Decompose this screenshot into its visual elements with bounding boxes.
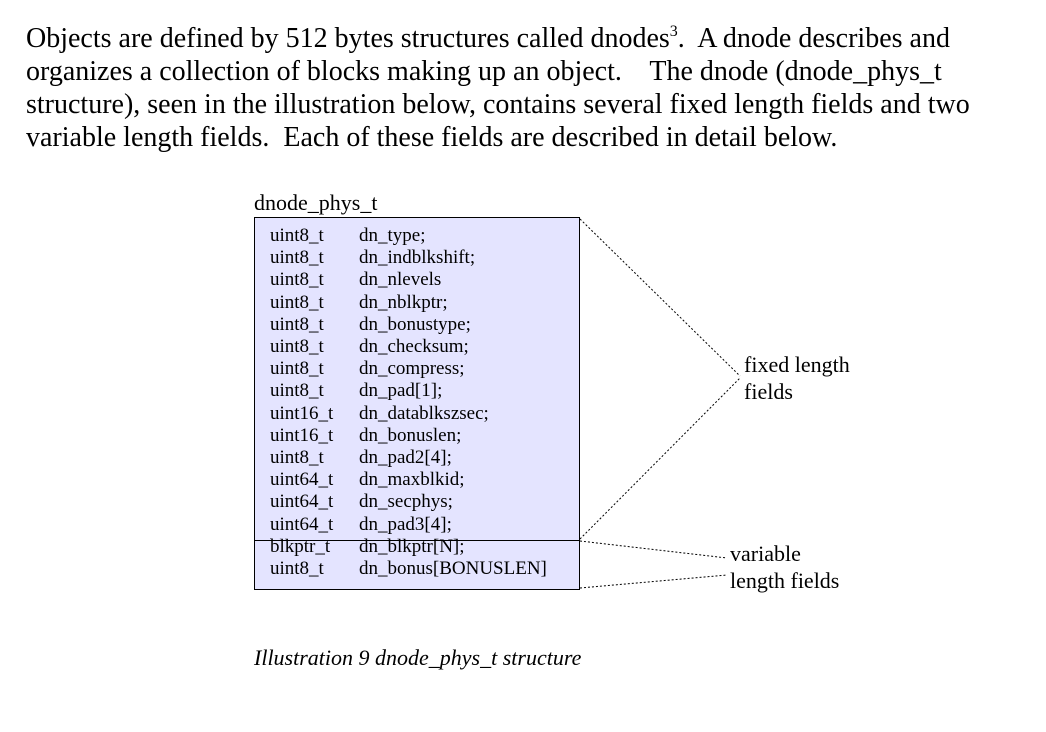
body-paragraph: Objects are defined by 512 bytes structu… (26, 22, 1036, 154)
field-type: uint64_t (270, 513, 334, 535)
fixed-field-row: uint64_t dn_pad3[4]; (270, 514, 452, 536)
field-type: uint8_t (270, 558, 324, 579)
fixed-field-row: uint64_t dn_secphys; (270, 491, 453, 513)
field-name: dn_nlevels (359, 269, 442, 291)
field-name: dn_blkptr[N]; (359, 535, 465, 557)
fixed-field-row: uint64_t dn_maxblkid; (270, 469, 465, 491)
field-type: uint8_t (270, 447, 324, 468)
field-name: dn_compress; (359, 358, 465, 380)
fixed-field-row: uint8_t dn_type; (270, 225, 426, 247)
field-type: uint64_t (270, 469, 334, 491)
variable-length-label: variable length fields (730, 541, 840, 593)
fixed-field-row: uint8_t dn_pad[1]; (270, 380, 442, 402)
footnote-marker[interactable]: 3 (669, 23, 678, 40)
field-name: dn_bonustype; (359, 313, 471, 335)
fixed-length-label: fixed length fields (744, 352, 850, 404)
field-type: uint64_t (270, 491, 334, 513)
field-name: dn_indblkshift; (359, 247, 476, 269)
struct-title: dnode_phys_t (254, 190, 378, 215)
fixed-field-row: uint8_t dn_nlevels (270, 269, 441, 291)
field-name: dn_pad[1]; (359, 380, 443, 402)
field-name: dn_pad3[4]; (359, 513, 452, 535)
paragraph-line: organizes a collection of blocks making … (26, 56, 942, 87)
fixed-field-row: uint8_t dn_pad2[4]; (270, 447, 452, 469)
fixed-field-row: uint16_t dn_datablkszsec; (270, 403, 489, 425)
fixed-variable-divider (255, 540, 579, 541)
field-name: dn_pad2[4]; (359, 447, 452, 468)
fixed-field-row: uint8_t dn_bonustype; (270, 314, 471, 336)
paragraph-line: structure), seen in the illustration bel… (26, 89, 970, 120)
field-type: uint8_t (270, 380, 324, 402)
field-name: dn_nblkptr; (359, 291, 448, 313)
variable-field-row: uint8_t dn_bonus[BONUSLEN] (270, 558, 547, 580)
field-type: uint8_t (270, 291, 324, 313)
fixed-top-leader (579, 218, 741, 377)
paragraph-line: variable length fields. Each of these fi… (26, 122, 838, 153)
field-name: dn_bonus[BONUSLEN] (359, 558, 547, 579)
fixed-field-row: uint8_t dn_nblkptr; (270, 292, 448, 314)
field-type: uint8_t (270, 313, 324, 335)
field-type: uint8_t (270, 358, 324, 380)
variable-bottom-leader (579, 574, 728, 589)
fixed-field-row: uint8_t dn_compress; (270, 358, 465, 380)
variable-top-leader (579, 540, 728, 559)
fixed-field-row: uint16_t dn_bonuslen; (270, 425, 461, 447)
field-type: uint16_t (270, 402, 334, 424)
field-type: uint8_t (270, 336, 324, 357)
field-type: uint8_t (270, 269, 324, 291)
field-name: dn_type; (359, 225, 426, 246)
fixed-field-row: uint8_t dn_indblkshift; (270, 247, 475, 269)
fixed-bottom-leader (579, 377, 741, 540)
variable-field-row: blkptr_t dn_blkptr[N]; (270, 536, 465, 558)
field-name: dn_maxblkid; (359, 469, 465, 491)
field-type: uint16_t (270, 424, 334, 446)
fixed-field-row: uint8_t dn_checksum; (270, 336, 469, 358)
illustration-caption: Illustration 9 dnode_phys_t structure (254, 645, 582, 670)
field-name: dn_secphys; (359, 491, 453, 513)
field-name: dn_checksum; (359, 336, 469, 357)
field-type: uint8_t (270, 247, 324, 269)
paragraph-line: Objects are defined by 512 bytes structu… (26, 23, 950, 54)
field-name: dn_bonuslen; (359, 424, 462, 446)
field-type: blkptr_t (270, 535, 331, 557)
field-type: uint8_t (270, 225, 324, 246)
field-name: dn_datablkszsec; (359, 402, 489, 424)
